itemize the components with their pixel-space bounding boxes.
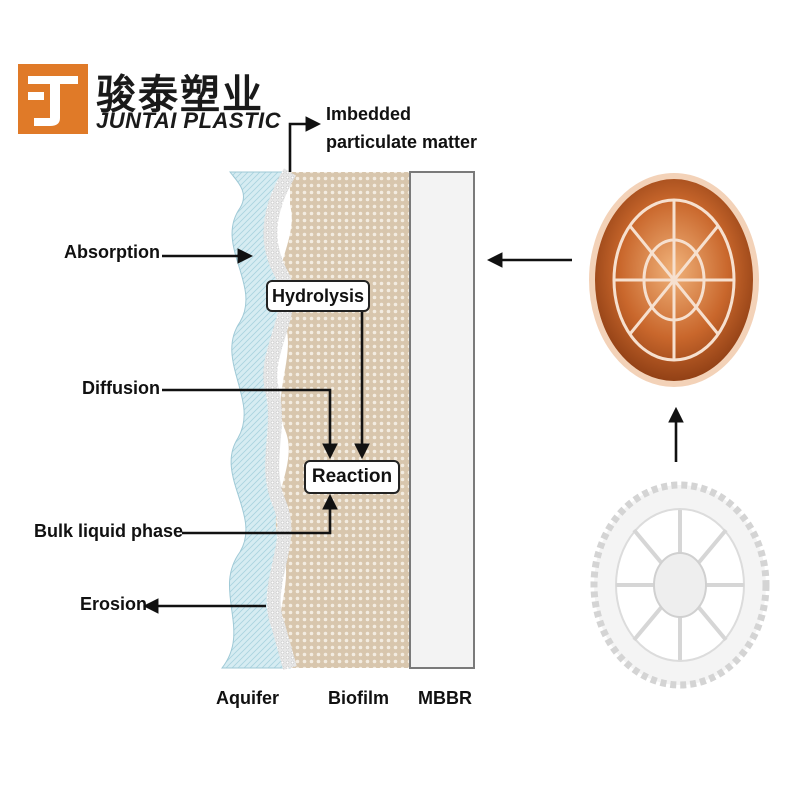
biofilm-layer xyxy=(275,172,412,668)
mbbr-caption: MBBR xyxy=(418,688,472,708)
biofilm-carrier-image xyxy=(589,173,759,387)
erosion-label: Erosion xyxy=(80,594,148,614)
clean-carrier-image xyxy=(590,481,770,689)
biofilm-caption: Biofilm xyxy=(328,688,389,708)
bulk-liquid-phase-label: Bulk liquid phase xyxy=(34,521,184,541)
logo-english-text: JUNTAI PLASTIC xyxy=(96,108,282,133)
logo-chinese-text: 骏泰塑业 xyxy=(96,72,264,118)
aquifer-caption: Aquifer xyxy=(216,688,279,708)
absorption-label: Absorption xyxy=(64,242,160,262)
mbbr-slab xyxy=(409,171,475,669)
juntai-logo-icon xyxy=(18,64,88,134)
imbedded-label-line2: particulate matter xyxy=(326,132,478,152)
imbedded-arrow xyxy=(288,116,322,172)
diffusion-arrow xyxy=(162,388,338,460)
diffusion-label: Diffusion xyxy=(82,378,160,398)
hydrolysis-box: Hydrolysis xyxy=(266,280,370,312)
imbedded-label-line1: Imbedded xyxy=(326,104,412,124)
arrows xyxy=(142,116,684,614)
bulk-liquid-arrow xyxy=(182,493,338,535)
reaction-box: Reaction xyxy=(304,460,400,494)
